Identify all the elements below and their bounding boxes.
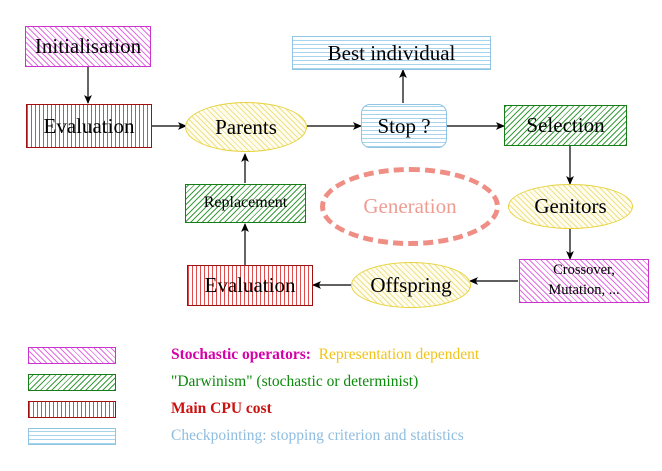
- legend-row-checkpointing: Checkpointing: stopping criterion and st…: [28, 425, 464, 447]
- legend-label-checkpointing: Checkpointing: stopping criterion and st…: [171, 427, 464, 444]
- node-evaluation-top[interactable]: Evaluation: [26, 104, 152, 148]
- legend-label-stochastic-operators: Stochastic operators:: [171, 346, 311, 363]
- legend-row-stochastic: Stochastic operators: Representation dep…: [28, 344, 479, 366]
- node-generation: Generation: [320, 167, 500, 246]
- legend-label-darwinism: "Darwinism" (stochastic or determinist): [171, 373, 419, 390]
- node-parents[interactable]: Parents: [185, 102, 307, 152]
- node-replacement[interactable]: Replacement: [185, 184, 306, 223]
- node-initialisation[interactable]: Initialisation: [25, 26, 151, 67]
- legend-label-main-cpu-cost: Main CPU cost: [171, 400, 272, 417]
- node-selection[interactable]: Selection: [504, 105, 627, 146]
- legend-swatch-red-vertical-hatch: [28, 400, 116, 418]
- legend-row-darwinism: "Darwinism" (stochastic or determinist): [28, 371, 418, 393]
- node-genitors[interactable]: Genitors: [508, 184, 633, 229]
- node-best-individual[interactable]: Best individual: [292, 36, 491, 70]
- node-crossover-mutation[interactable]: Crossover, Mutation, ...: [519, 259, 649, 303]
- node-offspring[interactable]: Offspring: [351, 262, 471, 308]
- legend-swatch-green-hatch: [28, 373, 116, 391]
- legend-swatch-blue-horizontal-hatch: [28, 427, 116, 445]
- node-stop[interactable]: Stop ?: [361, 104, 447, 148]
- legend-row-cpu-cost: Main CPU cost: [28, 398, 272, 420]
- legend-swatch-magenta-hatch: [28, 346, 116, 364]
- node-evaluation-bottom[interactable]: Evaluation: [187, 265, 313, 306]
- legend-label-representation-dependent: Representation dependent: [318, 346, 480, 363]
